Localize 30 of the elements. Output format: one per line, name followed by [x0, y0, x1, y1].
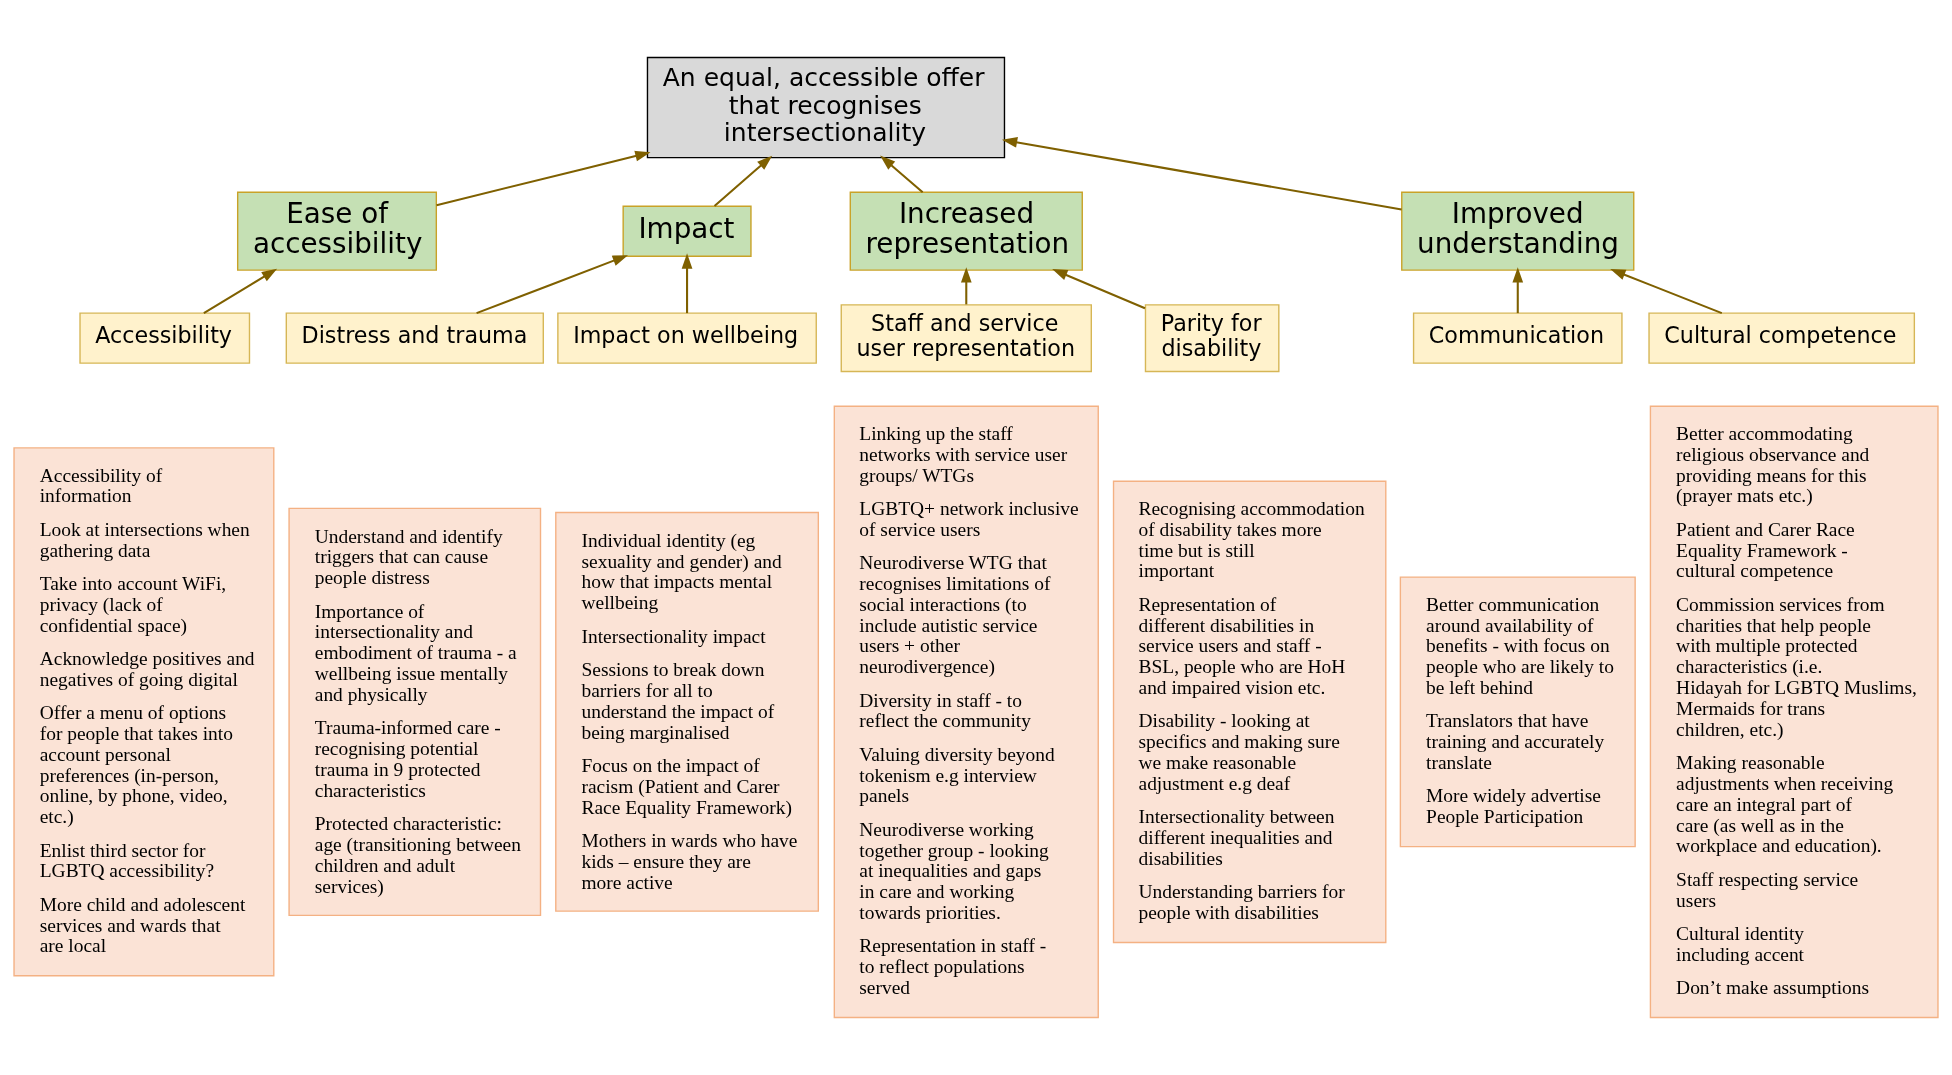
node-box: Understand and identify triggers that can cause people distress Importance of intersectionality and embodiment of trauma - a wellbeing issue mentally and physically Trauma-informed care - recognising potential trauma in 9 protected characteristics Protected characteristic: age (transitioning between children and adult services) [288, 507, 542, 917]
node-box: Staff and service user representation [840, 304, 1092, 373]
arrow [1610, 269, 1723, 315]
node-box: Cultural competence [1648, 312, 1916, 364]
node-box: Linking up the staff networks with service user groups/ WTGs LGBTQ+ network inclusive of service users Neurodiverse WTG that recognises limitations of social interactions (to include autistic service users + other neurodivergence) Diversity in staff - to reflect the community Valuing diversity beyond tokenism e.g interview panels Neurodiverse working together group - looking at inequalities and gaps in care and working towards priorities. Representation in staff - to reflect populations served [833, 405, 1099, 1019]
node-box: Impact [622, 205, 752, 257]
node-box: Increased representation [849, 191, 1083, 271]
node-box: Individual identity (eg sexuality and gender) and how that impacts mental wellbeing Intersectionality impact Sessions to break down barriers for all to understand the impact of being marginalised Focus on the impact of racism (Patient and Carer Race Equality Framework) Mothers in wards who have kids – ensure they are more active [555, 511, 820, 912]
arrow [713, 155, 773, 207]
arrow [681, 253, 693, 314]
node-box: Communication [1412, 312, 1623, 364]
node-box: Accessibility of information Look at intersections when gathering data Take into account WiFi, privacy (lack of confidential space) Acknowledge positives and negatives of going digital Offer a menu of options for people that takes into account personal preferences (in-person, online, by phone, video, etc.) Enlist third sector for LGBTQ accessibility? More child and adolescent services and wards that are local [13, 447, 275, 977]
node-box: Accessibility [79, 312, 251, 364]
arrow [203, 268, 278, 314]
arrow [436, 150, 651, 207]
node-box: Ease of accessibility [237, 191, 437, 271]
node-box: Improved understanding [1401, 191, 1635, 271]
node-box: An equal, accessible offer that recognises intersectionality [646, 56, 1006, 159]
node-box: Impact on wellbeing [557, 312, 817, 364]
arrow [1512, 267, 1524, 314]
arrow [1052, 268, 1146, 310]
arrow [880, 155, 924, 193]
arrow [476, 255, 628, 315]
node-box: Distress and trauma [285, 312, 544, 364]
node-box: Parity for disability [1144, 304, 1280, 373]
arrow [960, 267, 972, 305]
node-box: Better accommodating religious observance and providing means for this (prayer mats etc.) Patient and Carer Race Equality Framework - cultural competence Commission services from charities that help people with multiple protected characteristics (i.e. Hidayah for LGBTQ Muslims, Mermaids for trans children, etc.) Making reasonable adjustments when receiving care an integral part of care (as well as in the workplace and education). Staff respecting service users Cultural identity including accent Don’t make assumptions [1649, 405, 1939, 1019]
node-box: Recognising accommodation of disability takes more time but is still important Representation of different disabilities in service users and staff - BSL, people who are HoH and impaired vision etc. Disability - looking at specifics and making sure we make reasonable adjustment e.g deaf Intersectionality between different inequalities and disabilities Understanding barriers for people with disabilities [1112, 480, 1387, 944]
arrow [1001, 137, 1402, 211]
node-box: Better communication around availability of benefits - with focus on people who are likely to be left behind Translators that have training and accurately translate More widely advertise People Participation [1399, 576, 1636, 848]
